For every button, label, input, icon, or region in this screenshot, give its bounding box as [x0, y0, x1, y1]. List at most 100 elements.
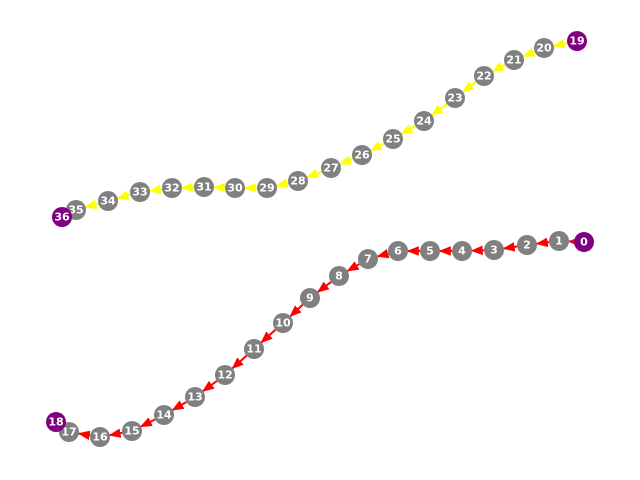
node-circle [414, 111, 434, 131]
edge-7-8 [346, 261, 360, 272]
node-label: 21 [506, 54, 521, 67]
node-label: 18 [48, 416, 63, 429]
edge-33-34 [116, 190, 131, 200]
node-circle [98, 191, 118, 211]
node-circle [46, 412, 66, 432]
node-circle [445, 88, 465, 108]
node-label: 26 [354, 149, 370, 162]
node-36: 36 [52, 207, 72, 227]
node-label: 33 [132, 186, 147, 199]
node-7: 7 [358, 249, 378, 269]
node-circle [244, 339, 264, 359]
node-6: 6 [388, 241, 408, 261]
edge-20-21 [522, 47, 536, 58]
node-label: 23 [447, 92, 462, 105]
node-27: 27 [321, 158, 341, 178]
node-label: 3 [490, 244, 498, 257]
node-label: 13 [187, 391, 202, 404]
node-18: 18 [46, 412, 66, 432]
edge-9-10 [289, 304, 304, 318]
node-26: 26 [352, 145, 372, 165]
node-label: 19 [569, 35, 584, 48]
node-circle [225, 178, 245, 198]
node-34: 34 [98, 191, 118, 211]
node-label: 9 [306, 292, 314, 305]
node-circle [420, 241, 440, 261]
node-31: 31 [194, 177, 214, 197]
node-13: 13 [185, 387, 205, 407]
edge-32-33 [148, 184, 163, 195]
node-label: 30 [227, 182, 243, 195]
node-circle [383, 129, 403, 149]
edge-15-16 [108, 428, 123, 438]
edge-13-14 [171, 400, 187, 411]
node-label: 4 [458, 245, 466, 258]
node-2: 2 [517, 235, 537, 255]
node-circle [321, 158, 341, 178]
node-label: 14 [156, 409, 172, 422]
node-5: 5 [420, 241, 440, 261]
node-14: 14 [154, 405, 174, 425]
node-circle [474, 66, 494, 86]
node-circle [534, 38, 554, 58]
node-16: 16 [90, 427, 110, 447]
node-24: 24 [414, 111, 434, 131]
node-3: 3 [484, 240, 504, 260]
node-label: 15 [124, 425, 139, 438]
nodes-layer: 0123456789101112131415161718192021222324… [46, 31, 594, 447]
node-label: 25 [385, 133, 400, 146]
node-circle [549, 231, 569, 251]
node-9: 9 [300, 288, 320, 308]
node-12: 12 [215, 365, 235, 385]
node-circle [257, 178, 277, 198]
node-33: 33 [130, 182, 150, 202]
node-label: 27 [323, 162, 338, 175]
node-11: 11 [244, 339, 264, 359]
node-label: 7 [364, 253, 372, 266]
node-4: 4 [452, 241, 472, 261]
edge-8-9 [317, 281, 332, 293]
node-circle [329, 266, 349, 286]
node-label: 11 [246, 343, 261, 356]
node-0: 0 [574, 232, 594, 252]
edge-6-7 [376, 249, 390, 259]
edge-1-2 [535, 237, 550, 248]
node-1: 1 [549, 231, 569, 251]
node-circle [130, 182, 150, 202]
node-circle [484, 240, 504, 260]
node-22: 22 [474, 66, 494, 86]
node-circle [52, 207, 72, 227]
node-circle [358, 249, 378, 269]
node-15: 15 [122, 421, 142, 441]
node-21: 21 [504, 50, 524, 70]
node-circle [185, 387, 205, 407]
node-label: 22 [476, 70, 491, 83]
edge-28-29 [275, 178, 289, 189]
node-circle [388, 241, 408, 261]
edge-34-35 [84, 199, 99, 209]
edges-layer [77, 38, 580, 441]
node-label: 16 [92, 431, 108, 444]
edge-21-22 [491, 61, 506, 73]
edge-11-12 [231, 354, 248, 370]
node-30: 30 [225, 178, 245, 198]
node-circle [567, 31, 587, 51]
node-circle [122, 421, 142, 441]
edge-27-28 [306, 168, 323, 179]
node-label: 17 [61, 426, 76, 439]
node-circle [352, 145, 372, 165]
node-circle [154, 405, 174, 425]
node-10: 10 [273, 313, 293, 333]
node-circle [162, 178, 182, 198]
node-label: 1 [555, 235, 563, 248]
node-label: 24 [416, 115, 432, 128]
node-label: 32 [164, 182, 179, 195]
node-label: 34 [100, 195, 116, 208]
node-19: 19 [567, 31, 587, 51]
node-circle [90, 427, 110, 447]
edge-26-27 [339, 155, 354, 166]
node-23: 23 [445, 88, 465, 108]
node-circle [517, 235, 537, 255]
node-label: 2 [523, 239, 531, 252]
